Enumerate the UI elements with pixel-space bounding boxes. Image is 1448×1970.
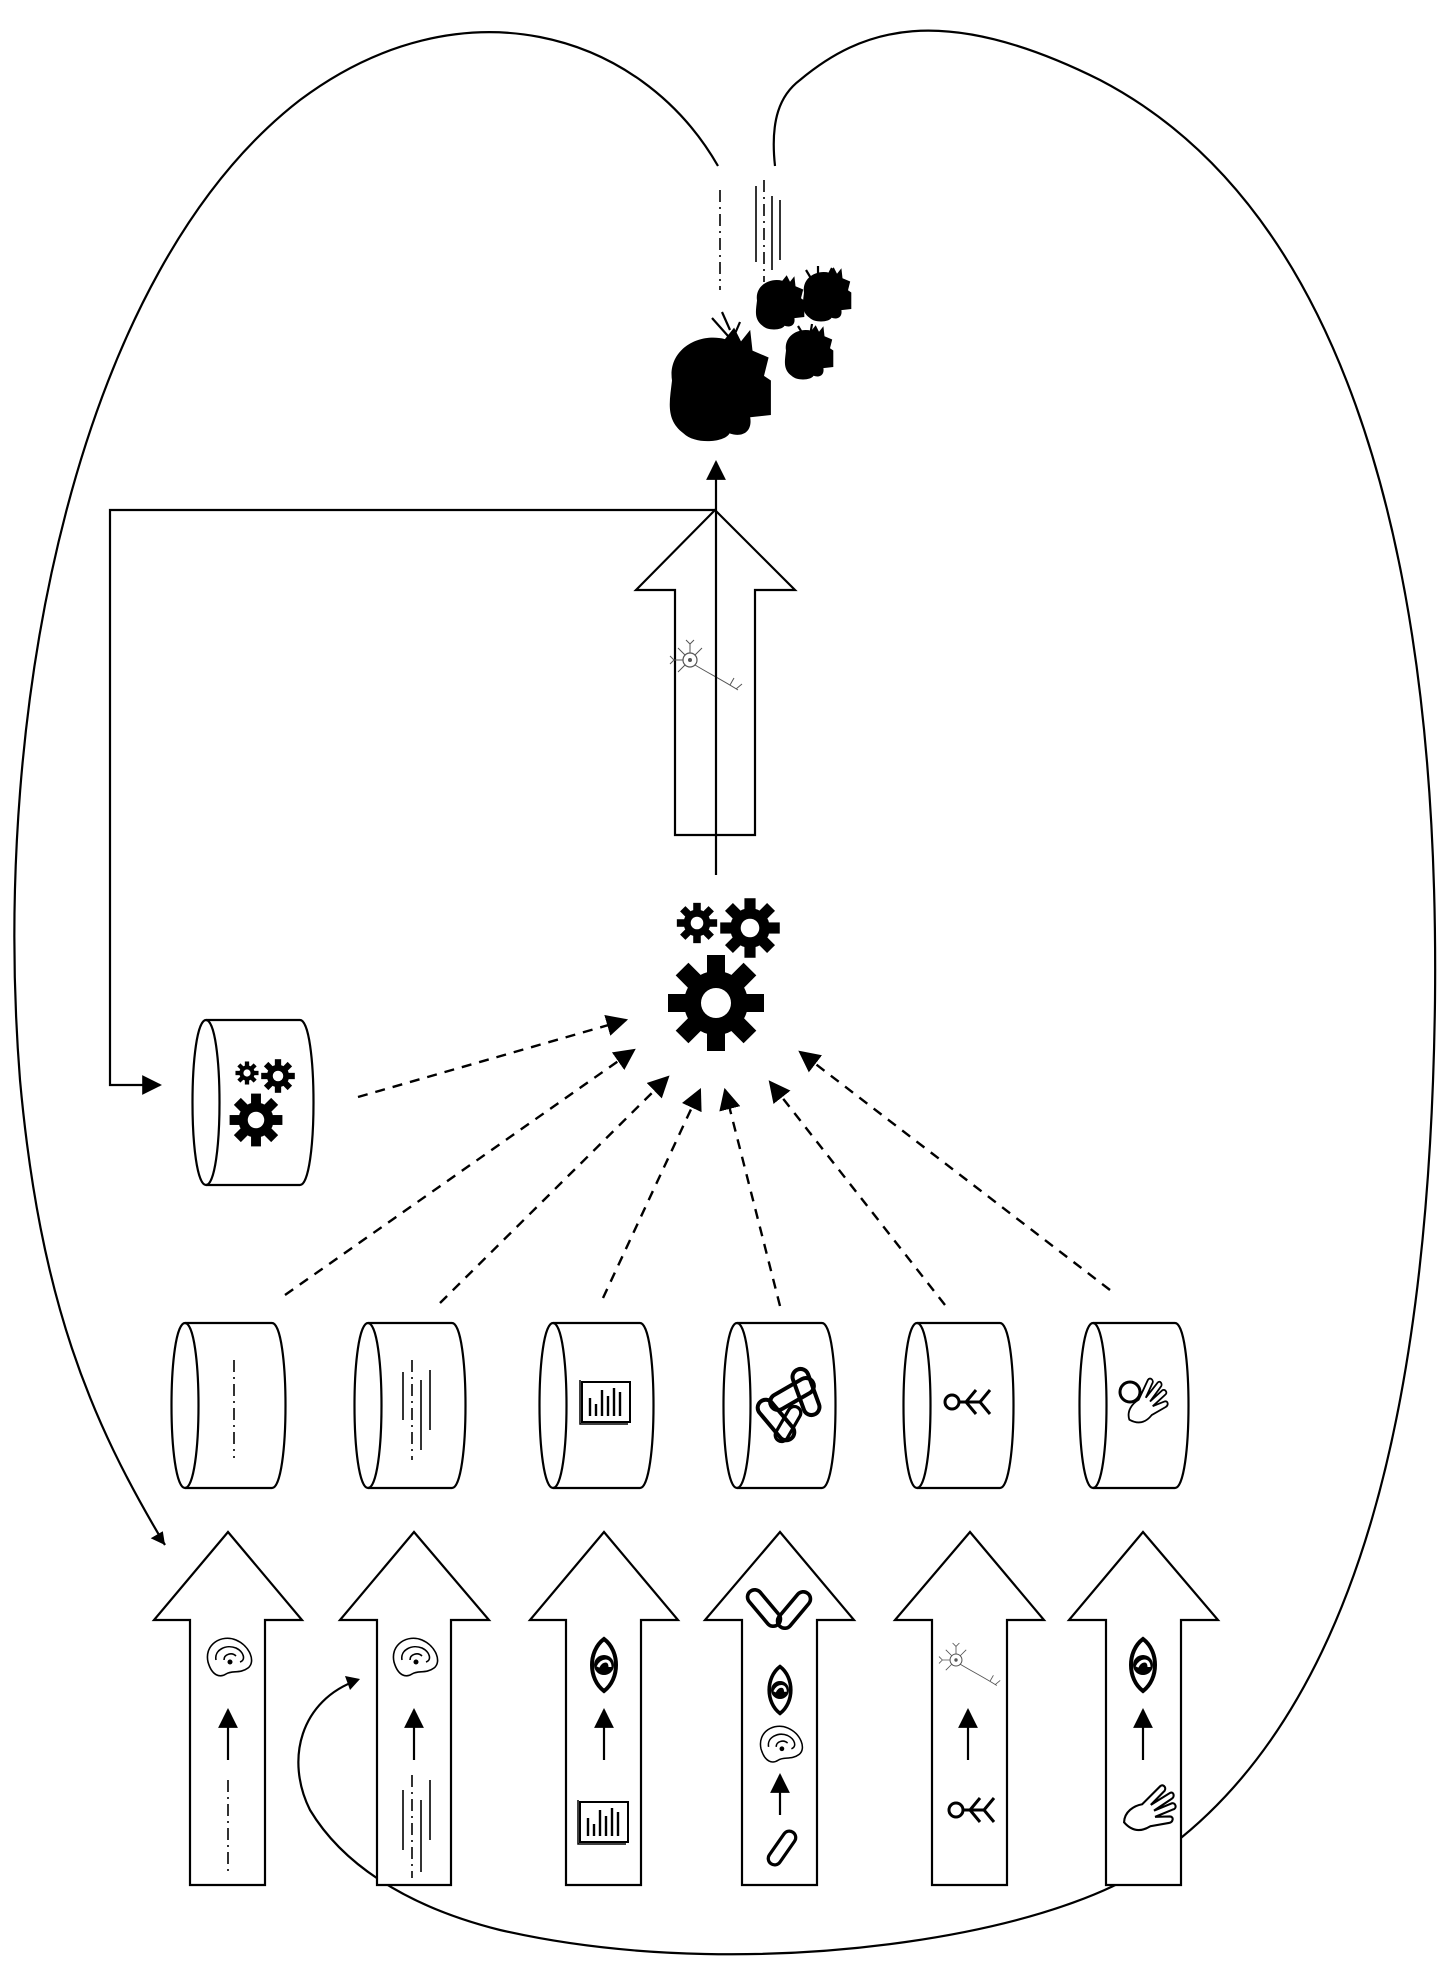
head-small-icon: [755, 275, 805, 330]
head-small-icon: [784, 325, 834, 380]
output-heads: [669, 180, 852, 442]
input-arrow: [1066, 1530, 1221, 1887]
store-cylinder: [722, 1321, 837, 1490]
input-arrow: [337, 1530, 492, 1887]
feedback-loop-left: [13, 31, 719, 1546]
feedback-to-store-arrow: [108, 508, 716, 1095]
feeds-to-hub: [284, 1014, 1111, 1307]
store-cylinder: [353, 1321, 467, 1490]
feedback-loop-right: [772, 29, 1437, 1846]
input-arrow: [702, 1530, 857, 1887]
store-cylinder: [902, 1321, 1015, 1490]
input-arrow-row: [151, 1530, 1221, 1887]
processing-hub-gears-icon: [668, 898, 780, 1051]
thought-sparks: [711, 266, 833, 337]
input-arrow: [892, 1530, 1047, 1887]
input-arrow: [151, 1530, 305, 1887]
store-cylinder: [170, 1321, 287, 1490]
hand-eye-icon: [1115, 1373, 1175, 1429]
input-arrow: [527, 1530, 681, 1887]
multiline-signal-icon: [402, 1360, 431, 1460]
multiline-signal-icon: [402, 1775, 431, 1878]
store-cylinder: [538, 1321, 655, 1490]
store-cylinder-row: [170, 1321, 1190, 1490]
gear-store-cylinder: [191, 1018, 315, 1187]
store-cylinder: [1078, 1321, 1190, 1490]
feedback-loop-bottom: [297, 1678, 1173, 1956]
head-large-icon: [669, 327, 771, 442]
